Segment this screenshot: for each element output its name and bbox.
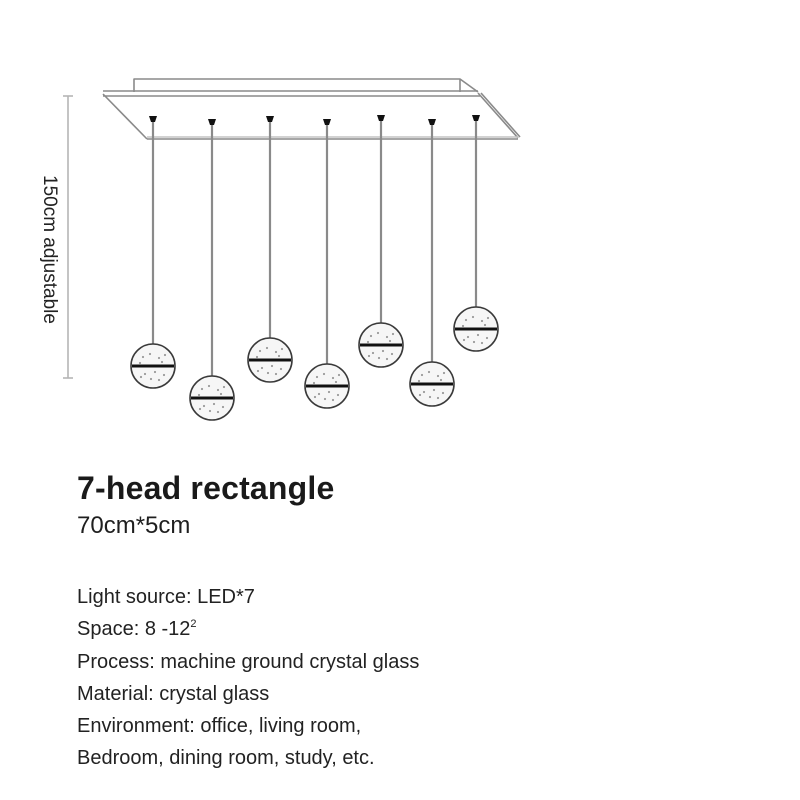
spec-environment-1: Environment: office, living room,	[77, 715, 362, 738]
pendant-4	[304, 119, 350, 409]
product-size: 70cm*5cm	[77, 512, 191, 539]
height-dimension-line	[63, 95, 73, 379]
spec-environment-2: Bedroom, dining room, study, etc.	[77, 747, 375, 770]
pendant-light-diagram	[63, 78, 521, 421]
height-dimension-label: 150cm adjustable	[30, 175, 60, 365]
spec-light-source: Light source: LED*7	[77, 586, 255, 608]
pendant-2	[189, 119, 235, 421]
spec-space: Space: 8 -122	[77, 618, 197, 641]
pendant-3	[247, 116, 293, 383]
pendant-group	[130, 115, 499, 421]
dimension-text: 150cm adjustable	[39, 175, 60, 324]
ceiling-canopy	[102, 78, 521, 140]
product-title: 7-head rectangle	[77, 470, 335, 506]
spec-material: Material: crystal glass	[77, 682, 270, 705]
pendant-1	[130, 116, 176, 389]
spec-process: Process: machine ground crystal glass	[77, 650, 420, 673]
pendant-6	[409, 119, 455, 407]
pendant-7	[453, 115, 499, 352]
pendant-5	[358, 115, 404, 368]
spec-list: Light source: LED*7 Space: 8 -122 Proces…	[77, 581, 419, 775]
